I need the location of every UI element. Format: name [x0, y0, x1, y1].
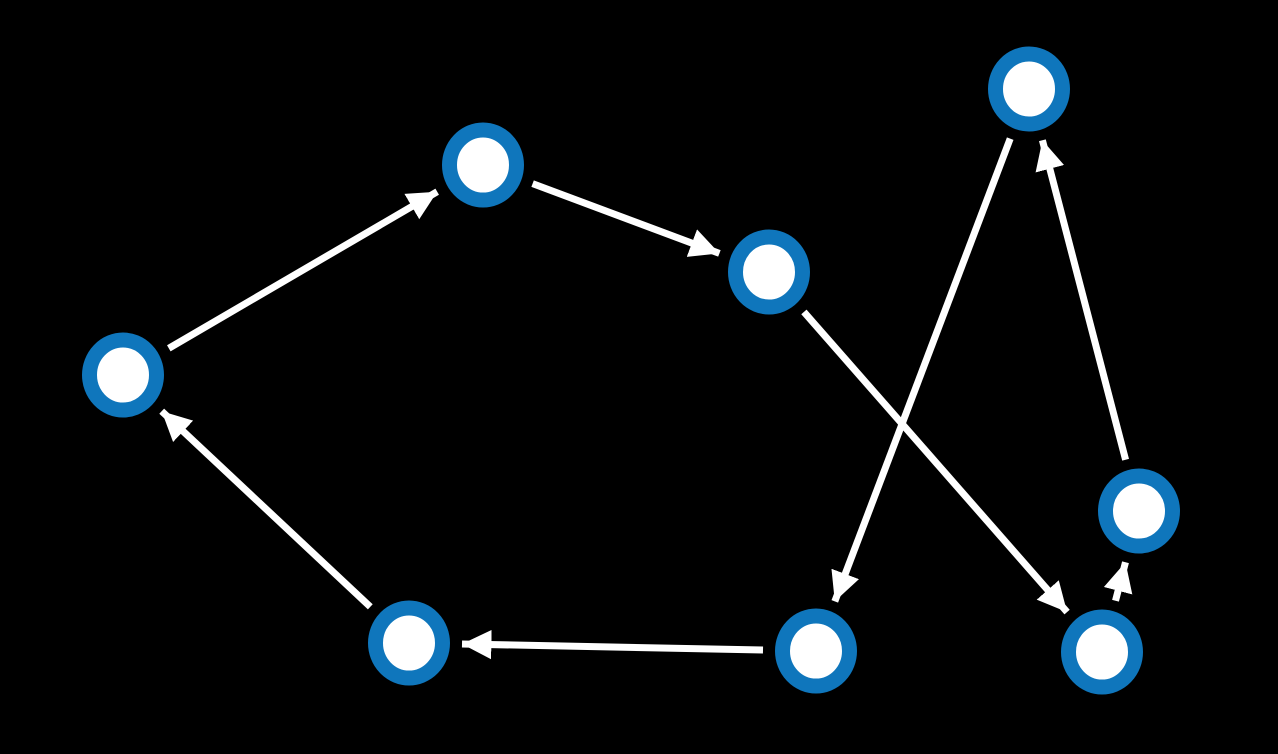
- graph-node-right: [1098, 468, 1180, 554]
- graph-edge-top-left-center: [531, 180, 721, 257]
- graph-edge-left-top-left: [167, 188, 439, 352]
- graph-edge-bottom-center-bottom-left: [461, 629, 764, 660]
- graph-node-bottom-center: [775, 608, 857, 694]
- graph-edge-bottom-right-right: [1103, 561, 1133, 602]
- graph-node-bottom-right: [1061, 609, 1143, 695]
- graph-node-center: [728, 229, 810, 315]
- graph-node-top-right: [988, 46, 1070, 132]
- edge-layer: [159, 137, 1133, 660]
- graph-node-left: [82, 332, 164, 418]
- node-layer: [82, 46, 1180, 695]
- graph-edge-right-top-right: [1035, 139, 1129, 461]
- graph-node-bottom-left: [368, 600, 450, 686]
- graph-edge-top-right-bottom-center: [831, 137, 1014, 603]
- graph-edge-center-bottom-right: [801, 309, 1070, 615]
- graph-node-top-left: [442, 122, 524, 208]
- graph-edge-bottom-left-left: [159, 408, 373, 610]
